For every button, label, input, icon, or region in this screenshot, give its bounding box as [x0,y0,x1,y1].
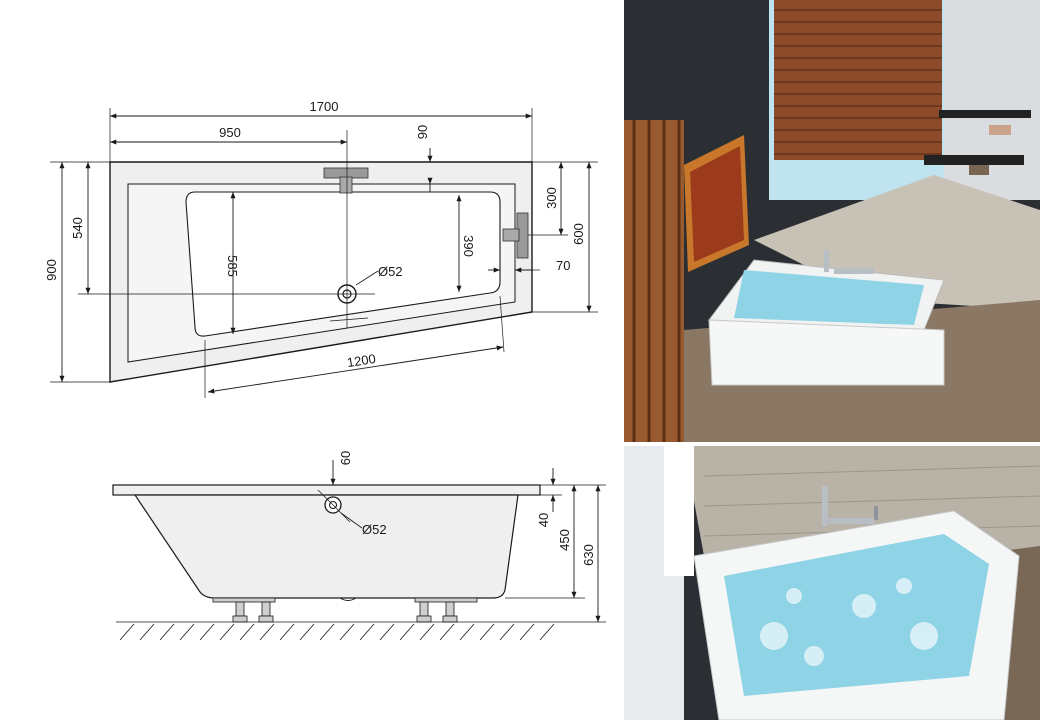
tub-rim-side [112,484,541,496]
dim-300: 300 [544,187,559,209]
photo-bathroom-corner-tub [624,0,1040,442]
ground-hatch [116,621,565,641]
photo-tub-closeup [624,446,1040,720]
dim-60: 60 [338,451,353,465]
dim-390: 390 [461,235,476,257]
overflow-tap-icon [323,167,369,194]
dim-70: 70 [556,258,570,273]
dim-1200: 1200 [346,351,377,370]
tub-legs [212,597,478,623]
dim-600: 600 [571,223,586,245]
dim-540: 540 [70,217,85,239]
side-tap-icon [502,212,529,259]
dim-900: 900 [44,259,59,281]
dim-585: 585 [225,255,240,277]
dim-drain-diameter: Ø52 [378,264,403,279]
tub-basin-top [185,191,501,337]
dim-40: 40 [536,513,551,527]
technical-drawing: 1700 950 90 540 900 585 300 600 390 Ø52 [44,99,606,641]
dim-950: 950 [219,125,241,140]
dim-630: 630 [581,544,596,566]
dim-450: 450 [557,529,572,551]
top-view: 1700 950 90 540 900 585 300 600 390 Ø52 [44,99,598,398]
dim-overflow-diameter: Ø52 [362,522,387,537]
tub-body-side [133,494,519,599]
dim-90: 90 [415,125,430,139]
dim-1700: 1700 [310,99,339,114]
side-view: 60 Ø52 [112,451,606,641]
